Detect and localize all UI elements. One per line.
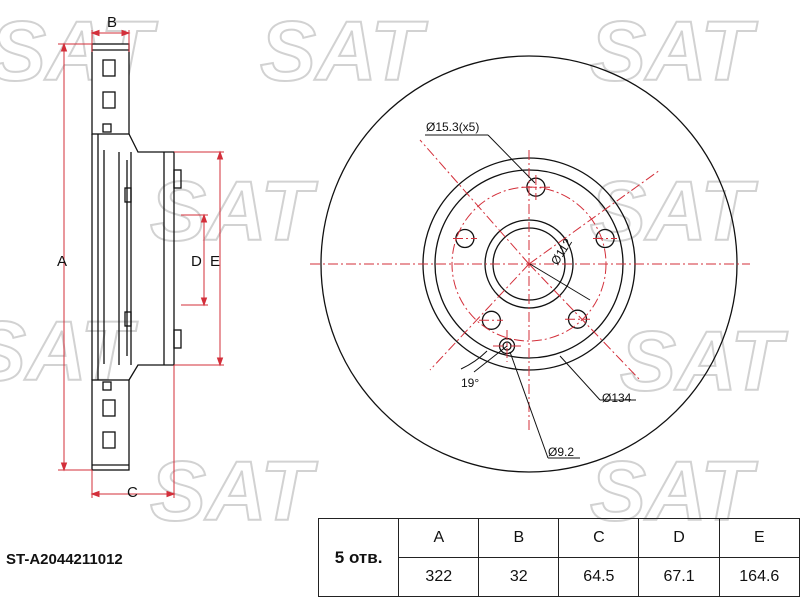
- dim-label-b: B: [107, 14, 118, 31]
- holes-count-cell: 5 отв.: [317, 518, 400, 597]
- side-dimension-lines: [58, 29, 224, 498]
- svg-text:SAT: SAT: [0, 4, 158, 98]
- callout-leaders: [425, 134, 636, 459]
- table-header-d: D: [638, 518, 720, 558]
- part-number: ST-A2044211012: [6, 551, 123, 568]
- table-value-a: 322: [398, 557, 480, 597]
- front-construction-lines: [310, 139, 750, 430]
- table-value-e: 164.6: [718, 557, 800, 597]
- svg-text:SAT: SAT: [620, 314, 788, 408]
- spec-table: 5 отв. A B C D E 322 32 64.5 67.1 164.6: [317, 518, 800, 597]
- table-header-a: A: [398, 518, 480, 558]
- dim-label-d: D: [191, 253, 202, 270]
- table-value-b: 32: [478, 557, 560, 597]
- svg-text:SAT: SAT: [590, 164, 758, 258]
- table-value-d: 67.1: [638, 557, 720, 597]
- table-header-c: C: [558, 518, 640, 558]
- table-header-e: E: [718, 518, 800, 558]
- callout-bolt-holes: Ø15.3(x5): [426, 120, 480, 134]
- table-header-b: B: [478, 518, 560, 558]
- callout-angle: 19°: [461, 376, 480, 390]
- dim-label-a: A: [57, 253, 68, 270]
- dim-label-e: E: [210, 253, 221, 270]
- dim-label-c: C: [127, 484, 138, 501]
- callout-center-ring: Ø134: [602, 391, 632, 405]
- svg-text:SAT: SAT: [590, 4, 758, 98]
- disc-section-view: [91, 43, 182, 471]
- table-header-row: 5 отв. A B C D E: [317, 518, 800, 597]
- callout-small-hole: Ø9.2: [548, 445, 575, 459]
- table-value-c: 64.5: [558, 557, 640, 597]
- watermark-logos: SAT SAT SAT SAT SAT SAT SAT SAT SAT: [0, 3, 789, 539]
- svg-text:SAT: SAT: [150, 444, 318, 538]
- svg-text:SAT: SAT: [150, 164, 318, 258]
- table-values-row: 322 32 64.5 67.1 164.6: [319, 557, 800, 597]
- watermark-text: SAT: [260, 4, 428, 98]
